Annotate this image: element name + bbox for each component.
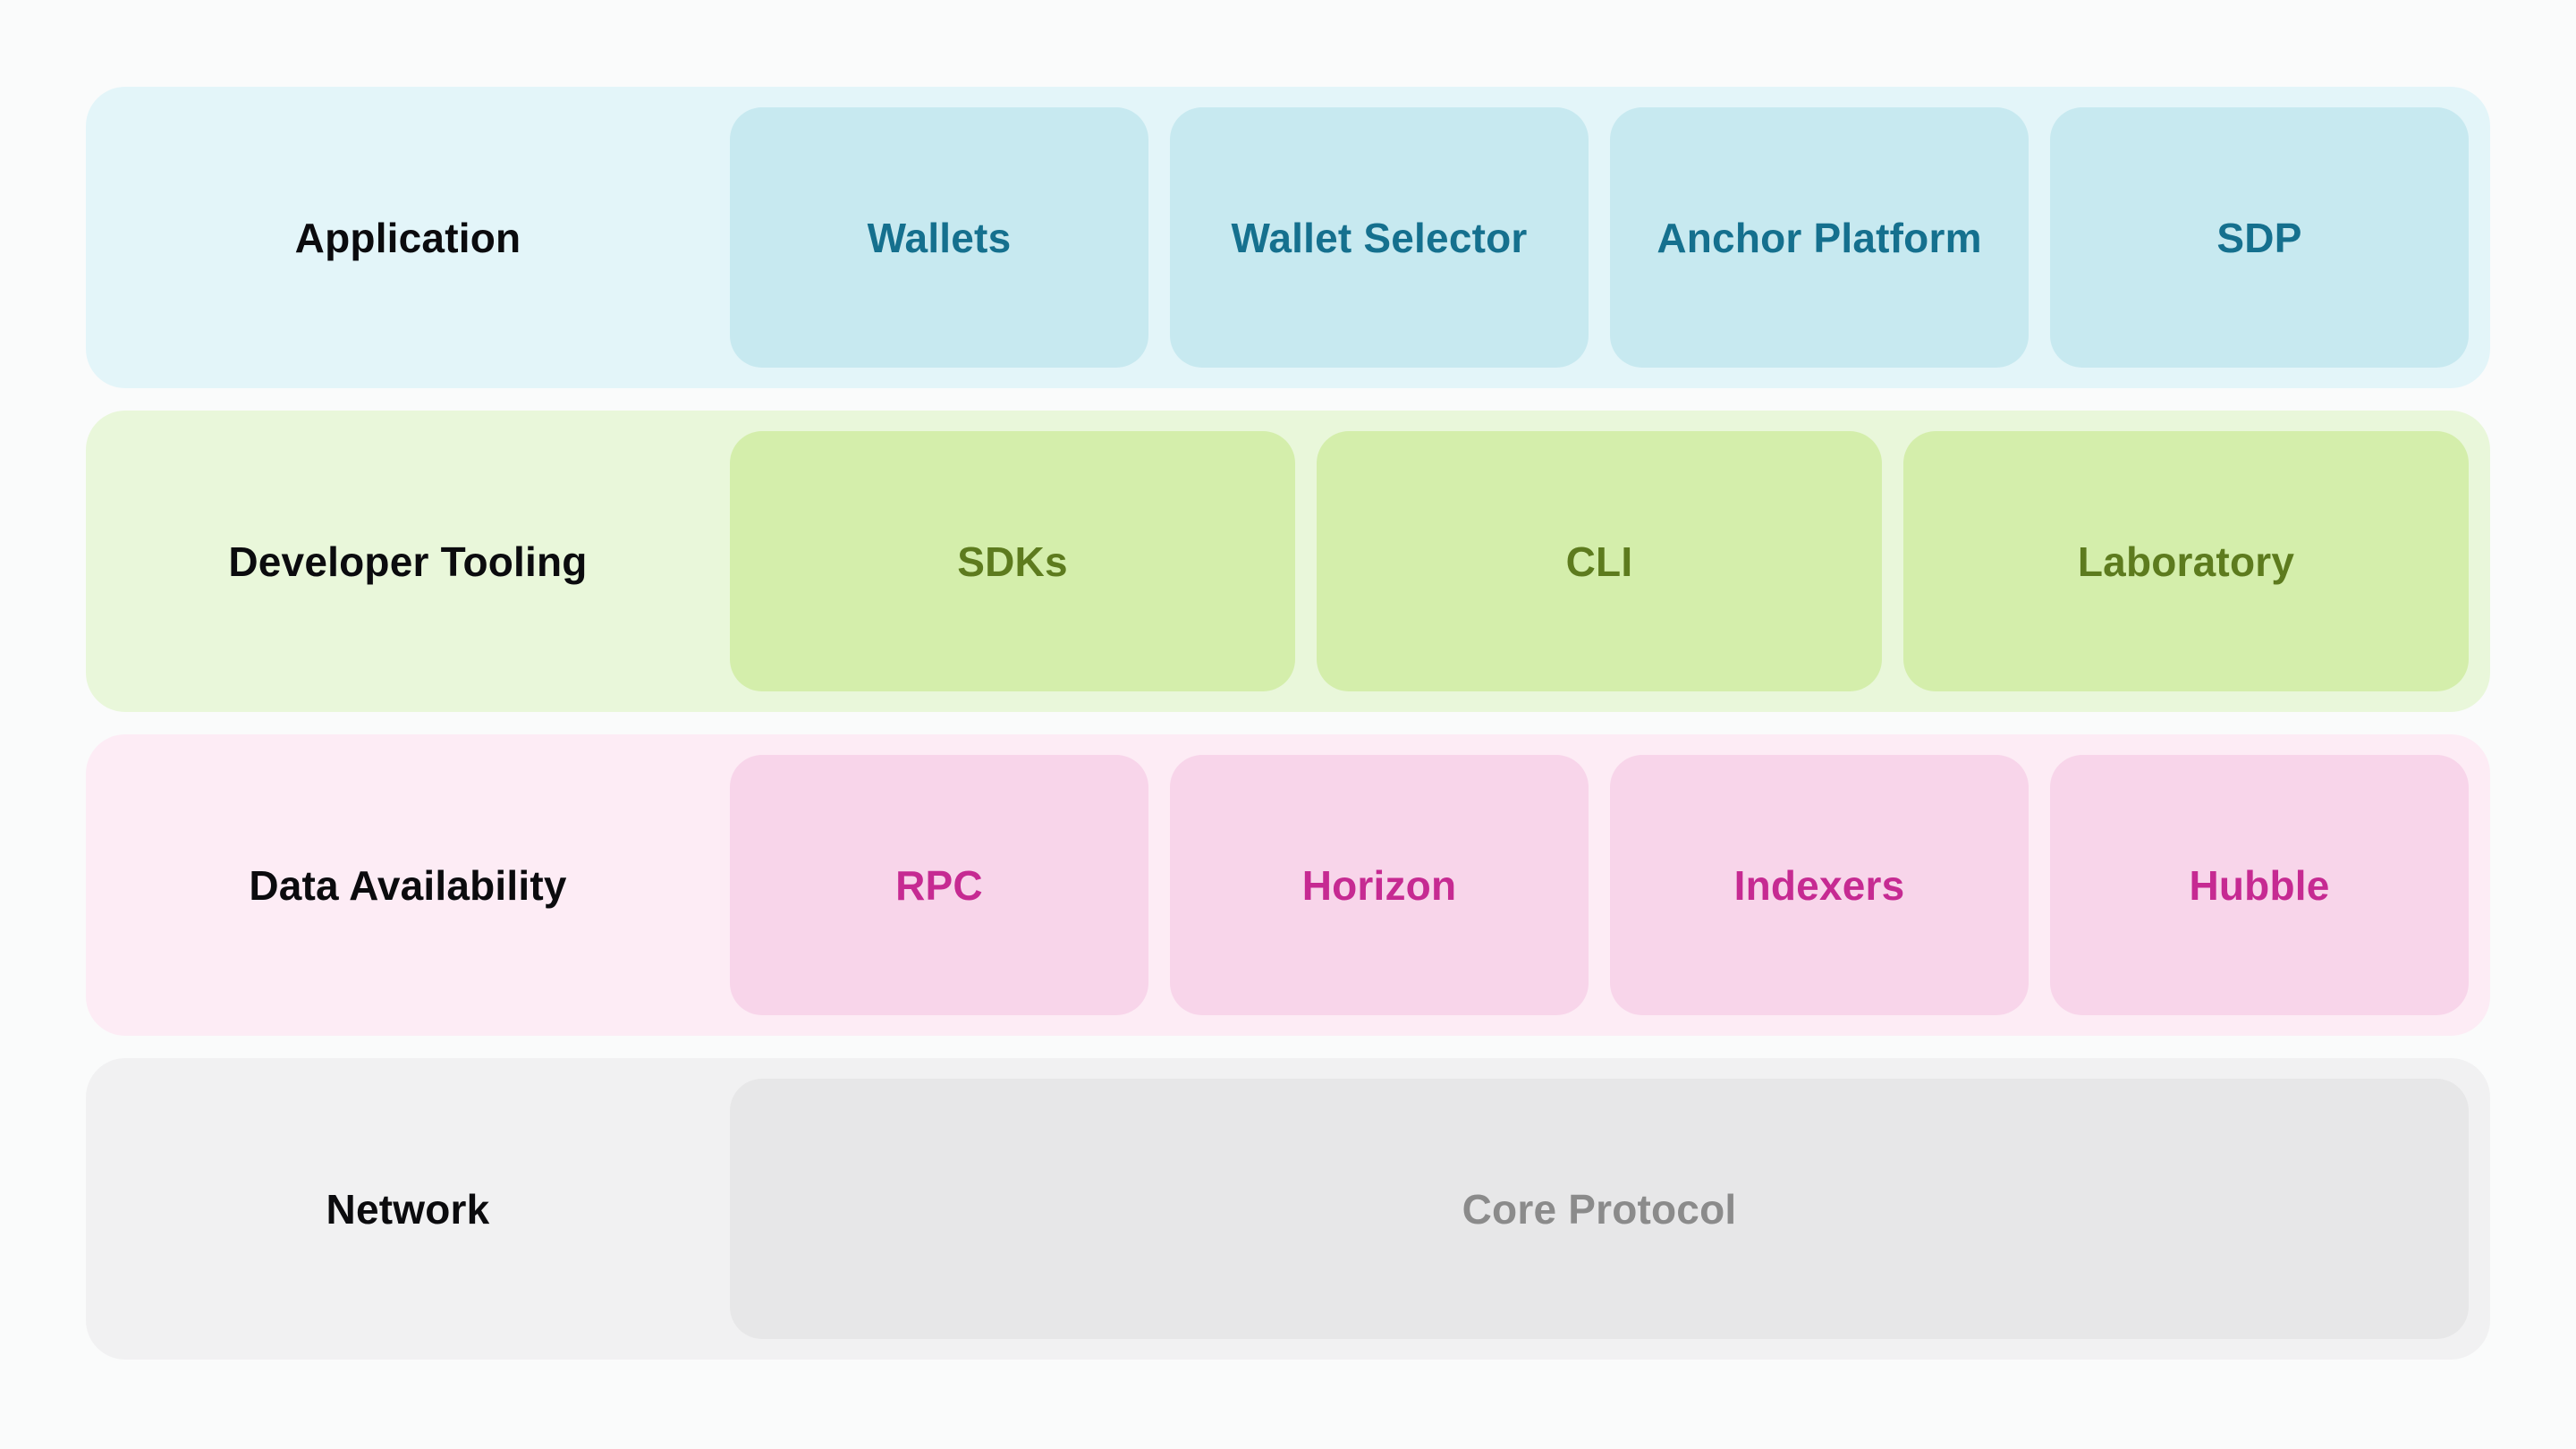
tool-cell-anchor-platform[interactable]: Anchor Platform <box>1610 107 2029 368</box>
layer-label-application: Application <box>294 214 521 261</box>
tool-cell-hubble[interactable]: Hubble <box>2050 755 2469 1015</box>
layer-label-data-availability: Data Availability <box>249 861 567 909</box>
tool-cell-cli[interactable]: CLI <box>1317 431 1882 691</box>
layer-cells-network: Core Protocol <box>730 1058 2490 1360</box>
layer-label-network: Network <box>326 1185 490 1233</box>
layer-row-network: Network Core Protocol <box>86 1058 2490 1360</box>
tool-cell-rpc[interactable]: RPC <box>730 755 1148 1015</box>
tool-cell-sdks[interactable]: SDKs <box>730 431 1295 691</box>
tool-cell-indexers[interactable]: Indexers <box>1610 755 2029 1015</box>
tool-cell-horizon[interactable]: Horizon <box>1170 755 1589 1015</box>
tool-cell-sdp[interactable]: SDP <box>2050 107 2469 368</box>
layer-label-developer-tooling: Developer Tooling <box>228 538 588 585</box>
tool-cell-wallet-selector[interactable]: Wallet Selector <box>1170 107 1589 368</box>
tool-cell-wallets[interactable]: Wallets <box>730 107 1148 368</box>
tool-cell-core-protocol[interactable]: Core Protocol <box>730 1079 2469 1339</box>
tool-cell-laboratory[interactable]: Laboratory <box>1903 431 2469 691</box>
